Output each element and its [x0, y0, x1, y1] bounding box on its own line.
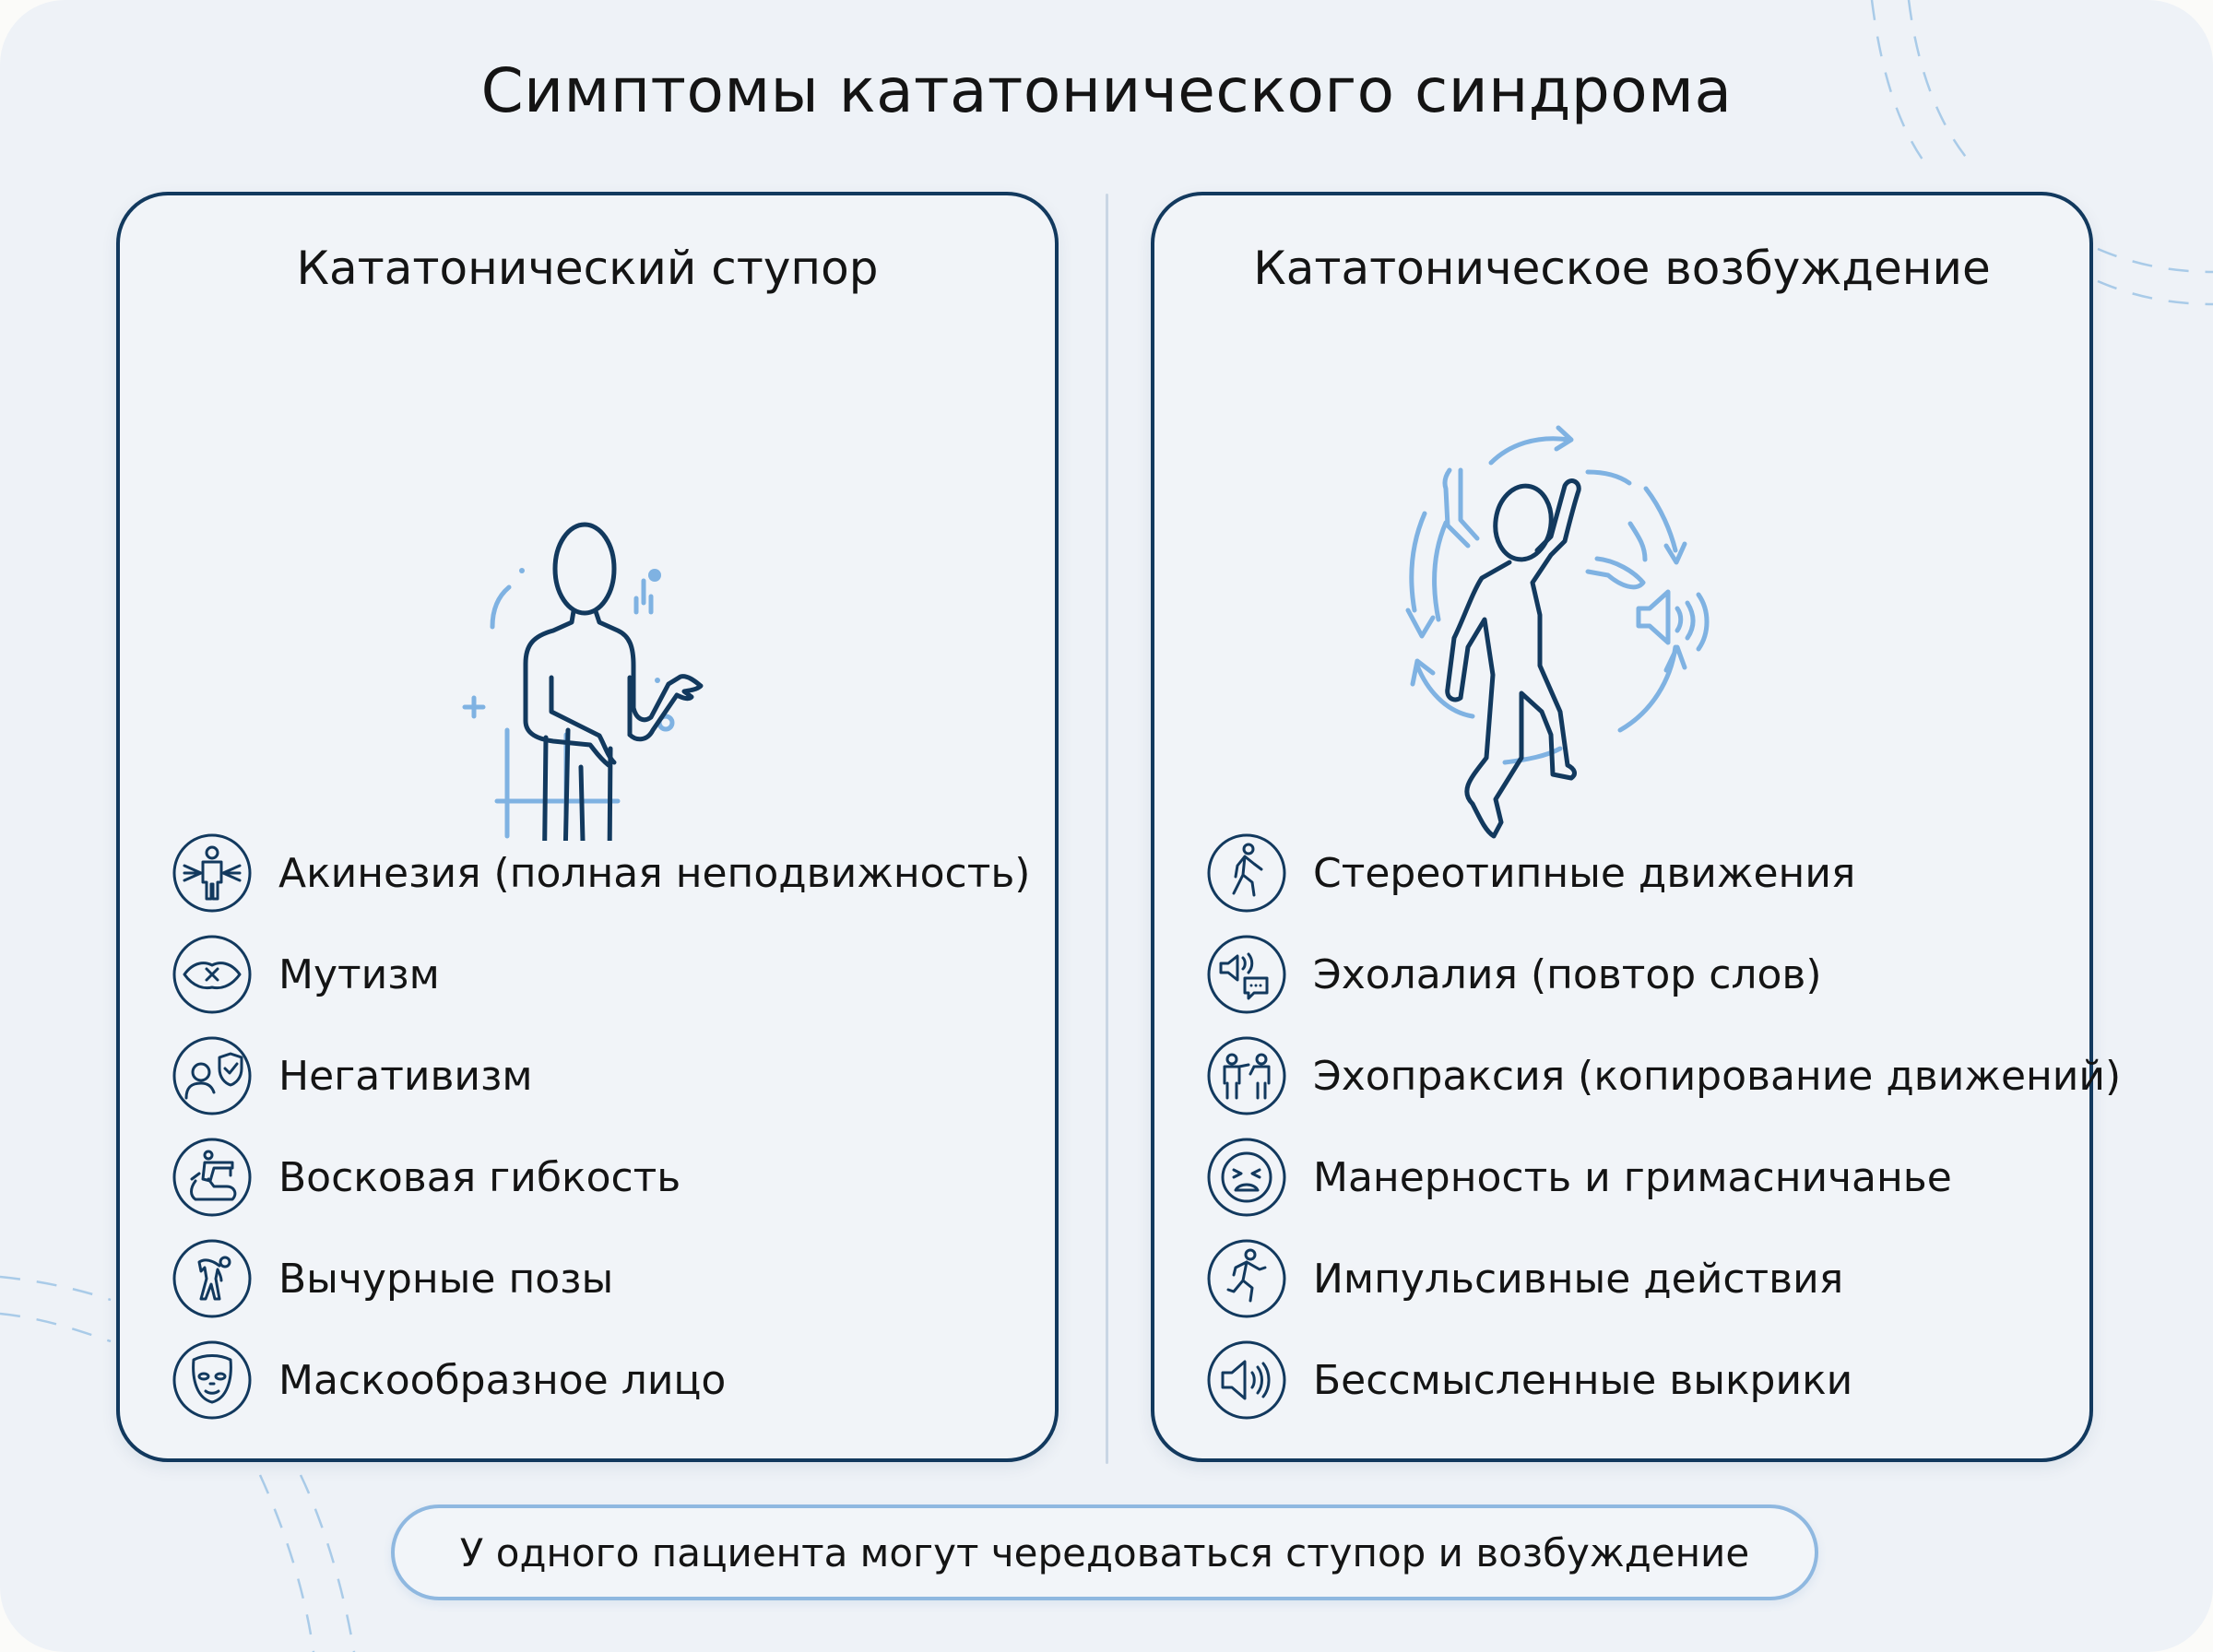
lips-muted-icon	[172, 935, 252, 1014]
flexible-posture-icon	[172, 1138, 252, 1217]
grimace-face-icon	[1207, 1138, 1286, 1217]
excitement-symptom-list: Стереотипные движения Эхолалия (повтор с…	[1206, 822, 2121, 1431]
symptom-label: Негативизм	[278, 1052, 533, 1100]
symptom-label: Манерность и гримасничанье	[1313, 1153, 1952, 1201]
list-item: Эхопраксия (копирование движений)	[1206, 1025, 2121, 1127]
page-title: Симптомы кататонического синдрома	[480, 55, 1733, 126]
list-item: Бессмысленные выкрики	[1206, 1329, 2071, 1431]
panel-title-stupor: Кататонический ступор	[296, 242, 879, 295]
list-item: Маскообразное лицо	[172, 1329, 1036, 1431]
person-shield-icon	[172, 1036, 252, 1115]
running-figure-icon	[1207, 1239, 1286, 1318]
speaker-speech-bubble-icon	[1207, 935, 1286, 1014]
panel-stupor: Кататонический ступор	[116, 192, 1059, 1462]
list-item: Акинезия (полная неподвижность)	[172, 822, 1036, 924]
standing-frozen-figure-icon	[462, 522, 704, 841]
walking-figure-icon	[1207, 833, 1286, 913]
list-item: Эхолалия (повтор слов)	[1206, 924, 2071, 1025]
symptom-label: Бессмысленные выкрики	[1313, 1356, 1853, 1404]
list-item: Стереотипные движения	[1206, 822, 2071, 924]
center-divider	[1106, 194, 1108, 1464]
panel-title-excitement: Кататоническое возбуждение	[1253, 242, 1991, 295]
symptom-label: Акинезия (полная неподвижность)	[278, 849, 1031, 897]
symptom-label: Эхопраксия (копирование движений)	[1313, 1052, 2122, 1100]
symptom-label: Импульсивные действия	[1313, 1255, 1844, 1303]
list-item: Манерность и гримасничанье	[1206, 1127, 2071, 1228]
symptom-label: Эхолалия (повтор слов)	[1313, 950, 1822, 998]
panel-excitement: Кататоническое возбуждение	[1151, 192, 2121, 1462]
bent-figure-icon	[172, 1239, 252, 1318]
symptom-label: Мутизм	[278, 950, 440, 998]
list-item: Импульсивные действия	[1206, 1228, 2071, 1329]
agitated-dancing-figure-icon	[1405, 425, 1710, 839]
symptom-label: Маскообразное лицо	[278, 1356, 727, 1404]
loud-speaker-icon	[1207, 1340, 1286, 1420]
list-item: Мутизм	[172, 924, 1036, 1025]
list-item: Негативизм	[172, 1025, 1036, 1127]
stupor-symptom-list: Акинезия (полная неподвижность) Мутизм	[172, 822, 1036, 1431]
list-item: Восковая гибкость	[172, 1127, 1036, 1228]
symptom-label: Стереотипные движения	[1313, 849, 1856, 897]
symptom-label: Восковая гибкость	[278, 1153, 681, 1201]
symptom-label: Вычурные позы	[278, 1255, 614, 1303]
list-item: Вычурные позы	[172, 1228, 1036, 1329]
two-figures-mimic-icon	[1207, 1036, 1286, 1115]
restrained-figure-icon	[172, 833, 252, 913]
footer-note: У одного пациента могут чередоваться сту…	[391, 1504, 1818, 1600]
mask-face-icon	[172, 1340, 252, 1420]
